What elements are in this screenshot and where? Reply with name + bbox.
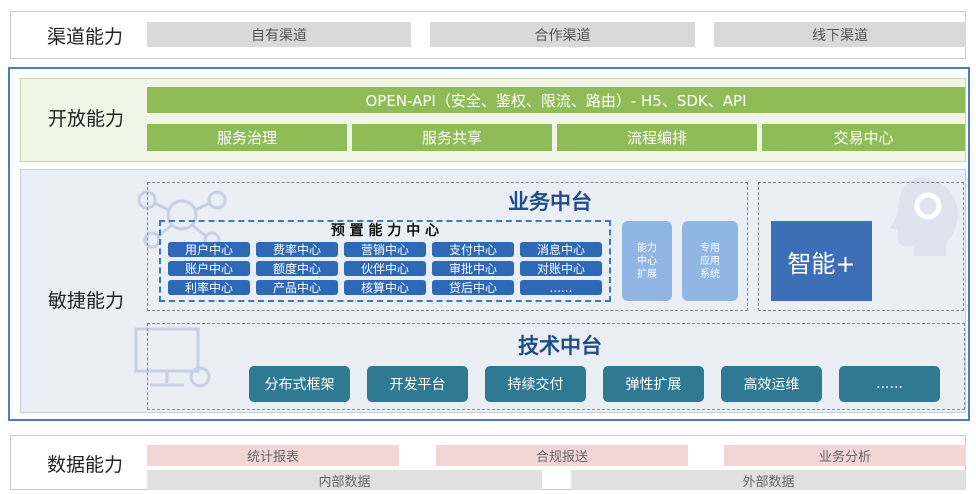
smart-plus-box: 智能+ xyxy=(771,221,872,301)
data-label: 数据能力 xyxy=(46,453,123,476)
data-statistics-report: 统计报表 xyxy=(147,445,399,466)
cap-more: ...... xyxy=(520,280,602,295)
open-trade-center: 交易中心 xyxy=(762,124,965,151)
cap-user-center: 用户中心 xyxy=(168,242,250,257)
tech-dev-platform: 开发平台 xyxy=(367,366,468,402)
cap-post-loan-center: 贷后中心 xyxy=(432,280,514,295)
core-frame xyxy=(8,67,970,421)
cap-rate-center: 利率中心 xyxy=(168,280,250,295)
data-compliance-report: 合规报送 xyxy=(436,445,688,466)
head-gear-icon xyxy=(890,178,958,256)
channel-offline: 线下渠道 xyxy=(714,22,966,47)
cap-partner-center: 伙伴中心 xyxy=(344,261,426,276)
cap-fee-center: 费率中心 xyxy=(256,242,338,257)
cap-reconcile-center: 对账中心 xyxy=(520,261,602,276)
channel-label: 渠道能力 xyxy=(46,25,123,48)
cap-product-center: 产品中心 xyxy=(256,280,338,295)
data-internal: 内部数据 xyxy=(147,470,542,490)
computer-gear-icon xyxy=(134,327,211,388)
smart-frame xyxy=(758,182,964,311)
tech-platform-frame xyxy=(147,323,965,410)
tech-continuous-delivery: 持续交付 xyxy=(485,366,586,402)
tech-distributed-framework: 分布式框架 xyxy=(249,366,350,402)
tech-efficient-ops: 高效运维 xyxy=(721,366,822,402)
open-api-bar: OPEN-API（安全、鉴权、限流、路由）- H5、SDK、API xyxy=(147,87,965,113)
capability-center-extension: 能力 中心 扩展 xyxy=(622,221,672,301)
channel-partner: 合作渠道 xyxy=(430,22,695,47)
preset-capability-title: 预 置 能 力 中 心 xyxy=(330,223,440,239)
tech-more: ...... xyxy=(839,366,940,402)
cap-marketing-center: 营销中心 xyxy=(344,242,426,257)
cap-approval-center: 审批中心 xyxy=(432,261,514,276)
open-process-orchestration: 流程编排 xyxy=(557,124,757,151)
open-service-sharing: 服务共享 xyxy=(352,124,552,151)
open-label: 开放能力 xyxy=(47,107,124,130)
business-platform-title: 业务中台 xyxy=(508,190,592,214)
cap-message-center: 消息中心 xyxy=(520,242,602,257)
channel-own: 自有渠道 xyxy=(147,22,411,47)
cap-payment-center: 支付中心 xyxy=(432,242,514,257)
dedicated-app-system: 专用 应用 系统 xyxy=(682,221,738,301)
data-external: 外部数据 xyxy=(571,470,966,490)
cap-account-center: 账户中心 xyxy=(168,261,250,276)
business-platform-frame xyxy=(147,182,748,311)
tech-elastic-scaling: 弹性扩展 xyxy=(603,366,704,402)
data-business-analysis: 业务分析 xyxy=(724,445,966,466)
tech-platform-title: 技术中台 xyxy=(518,334,602,358)
agile-label: 敏捷能力 xyxy=(47,289,124,312)
cap-accounting-center: 核算中心 xyxy=(344,280,426,295)
open-service-governance: 服务治理 xyxy=(147,124,347,151)
cap-quota-center: 额度中心 xyxy=(256,261,338,276)
preset-capability-frame xyxy=(159,220,611,302)
